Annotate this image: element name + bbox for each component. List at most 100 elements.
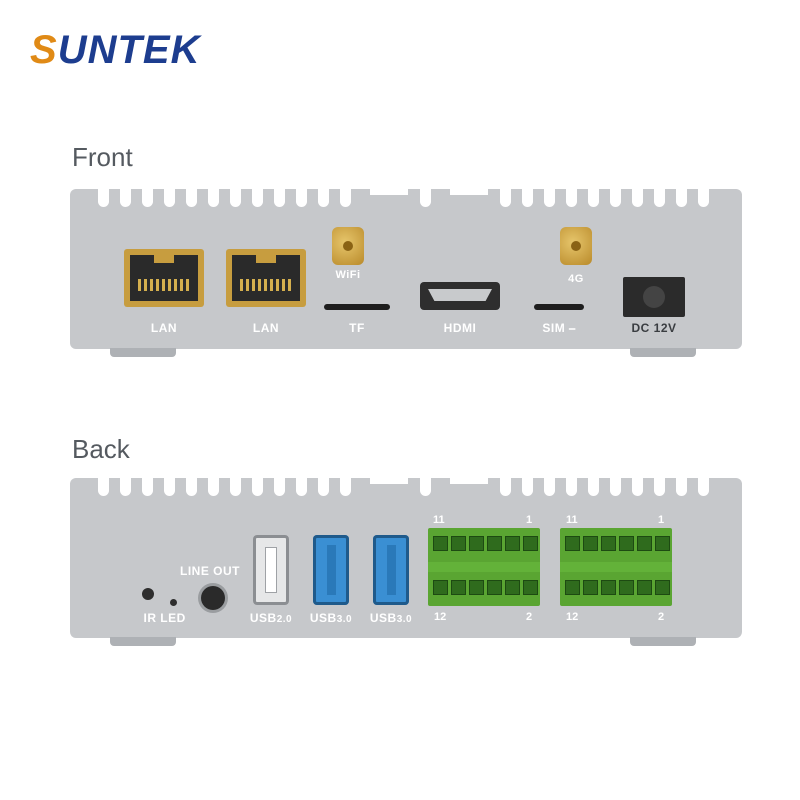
vent [420, 478, 431, 496]
vent [252, 189, 263, 207]
line-out-label: LINE OUT [180, 564, 240, 578]
vent [252, 478, 263, 496]
terminal-pin-label: 2 [658, 611, 665, 623]
terminal-block [560, 528, 672, 606]
rubber-foot [630, 348, 696, 357]
vent [98, 189, 109, 207]
vent [500, 189, 511, 207]
vent [544, 189, 555, 207]
vent [318, 189, 329, 207]
vent [588, 189, 599, 207]
back-title: Back [72, 434, 130, 464]
vent [98, 478, 109, 496]
usb-version: 3.0 [336, 614, 353, 625]
usb20-label: USB2.0 [250, 611, 292, 625]
4g-antenna-connector [560, 227, 592, 265]
terminal-pin-label: 1 [526, 514, 533, 526]
vent [274, 189, 285, 207]
usb-2-port [253, 535, 289, 605]
lan-label: LAN [150, 321, 178, 335]
terminal-pin-label: 1 [658, 514, 665, 526]
vent [544, 478, 555, 496]
wifi-antenna-connector [332, 227, 364, 265]
sim-card-slot [534, 304, 584, 310]
ir-receiver [142, 588, 154, 600]
terminal-pin-label: 12 [434, 611, 447, 623]
vent [230, 478, 241, 496]
lan-label: LAN [252, 321, 280, 335]
vent [698, 478, 709, 496]
suntek-logo: SUNTEK [30, 28, 200, 73]
vent [208, 189, 219, 207]
back-panel: IR LED LINE OUT USB2.0 USB3.0 USB3.0 11 … [70, 478, 742, 646]
vent [230, 189, 241, 207]
notch [450, 189, 488, 195]
usb-prefix: USB [309, 611, 337, 625]
front-title: Front [72, 142, 133, 172]
tf-card-slot [324, 304, 390, 310]
usb-prefix: USB [369, 611, 397, 625]
terminal-pin-label: 11 [433, 514, 445, 526]
vent [676, 478, 687, 496]
notch [370, 189, 408, 195]
lan-port [226, 249, 306, 307]
vent [500, 478, 511, 496]
logo-text: SUNTEK [30, 28, 201, 72]
usb-3-port [373, 535, 409, 605]
usb-version: 2.0 [276, 614, 293, 625]
terminal-pin-label: 12 [566, 611, 579, 623]
hdmi-label: HDMI [443, 321, 477, 335]
vent [142, 189, 153, 207]
4g-label: 4G [568, 273, 584, 285]
led-indicator [170, 599, 177, 606]
dc-power-jack [623, 277, 685, 317]
vent [208, 478, 219, 496]
vent [654, 189, 665, 207]
vent [164, 478, 175, 496]
usb30-label: USB3.0 [310, 611, 352, 625]
terminal-block [428, 528, 540, 606]
hdmi-port [420, 282, 500, 310]
vent [164, 189, 175, 207]
vent [632, 189, 643, 207]
vent [186, 189, 197, 207]
notch [370, 478, 408, 484]
vent [588, 478, 599, 496]
sim-label: SIM ⎯ [542, 321, 576, 335]
usb30-label: USB3.0 [370, 611, 412, 625]
vent [318, 478, 329, 496]
front-panel: LAN LAN WiFi TF HDMI 4G SIM ⎯ DC 12V [70, 189, 742, 357]
usb-version: 3.0 [396, 614, 413, 625]
vent [610, 478, 621, 496]
rubber-foot [110, 637, 176, 646]
wifi-label: WiFi [335, 269, 361, 281]
vent [186, 478, 197, 496]
led-label: LED [160, 611, 186, 625]
lan-port [124, 249, 204, 307]
rubber-foot [630, 637, 696, 646]
vent [610, 189, 621, 207]
vent [522, 189, 533, 207]
vent [522, 478, 533, 496]
vent [274, 478, 285, 496]
vent [120, 189, 131, 207]
notch [450, 478, 488, 484]
vent [296, 189, 307, 207]
vent [340, 189, 351, 207]
tf-label: TF [349, 321, 365, 335]
ir-label: IR [143, 611, 157, 625]
usb-prefix: USB [249, 611, 277, 625]
vent [566, 478, 577, 496]
vent [698, 189, 709, 207]
vent [120, 478, 131, 496]
audio-jack [201, 586, 225, 610]
vent [340, 478, 351, 496]
vent [654, 478, 665, 496]
terminal-pin-label: 2 [526, 611, 533, 623]
terminal-pin-label: 11 [566, 514, 578, 526]
vent [566, 189, 577, 207]
dc-label: DC 12V [631, 321, 677, 335]
vent [632, 478, 643, 496]
vent [142, 478, 153, 496]
vent [420, 189, 431, 207]
